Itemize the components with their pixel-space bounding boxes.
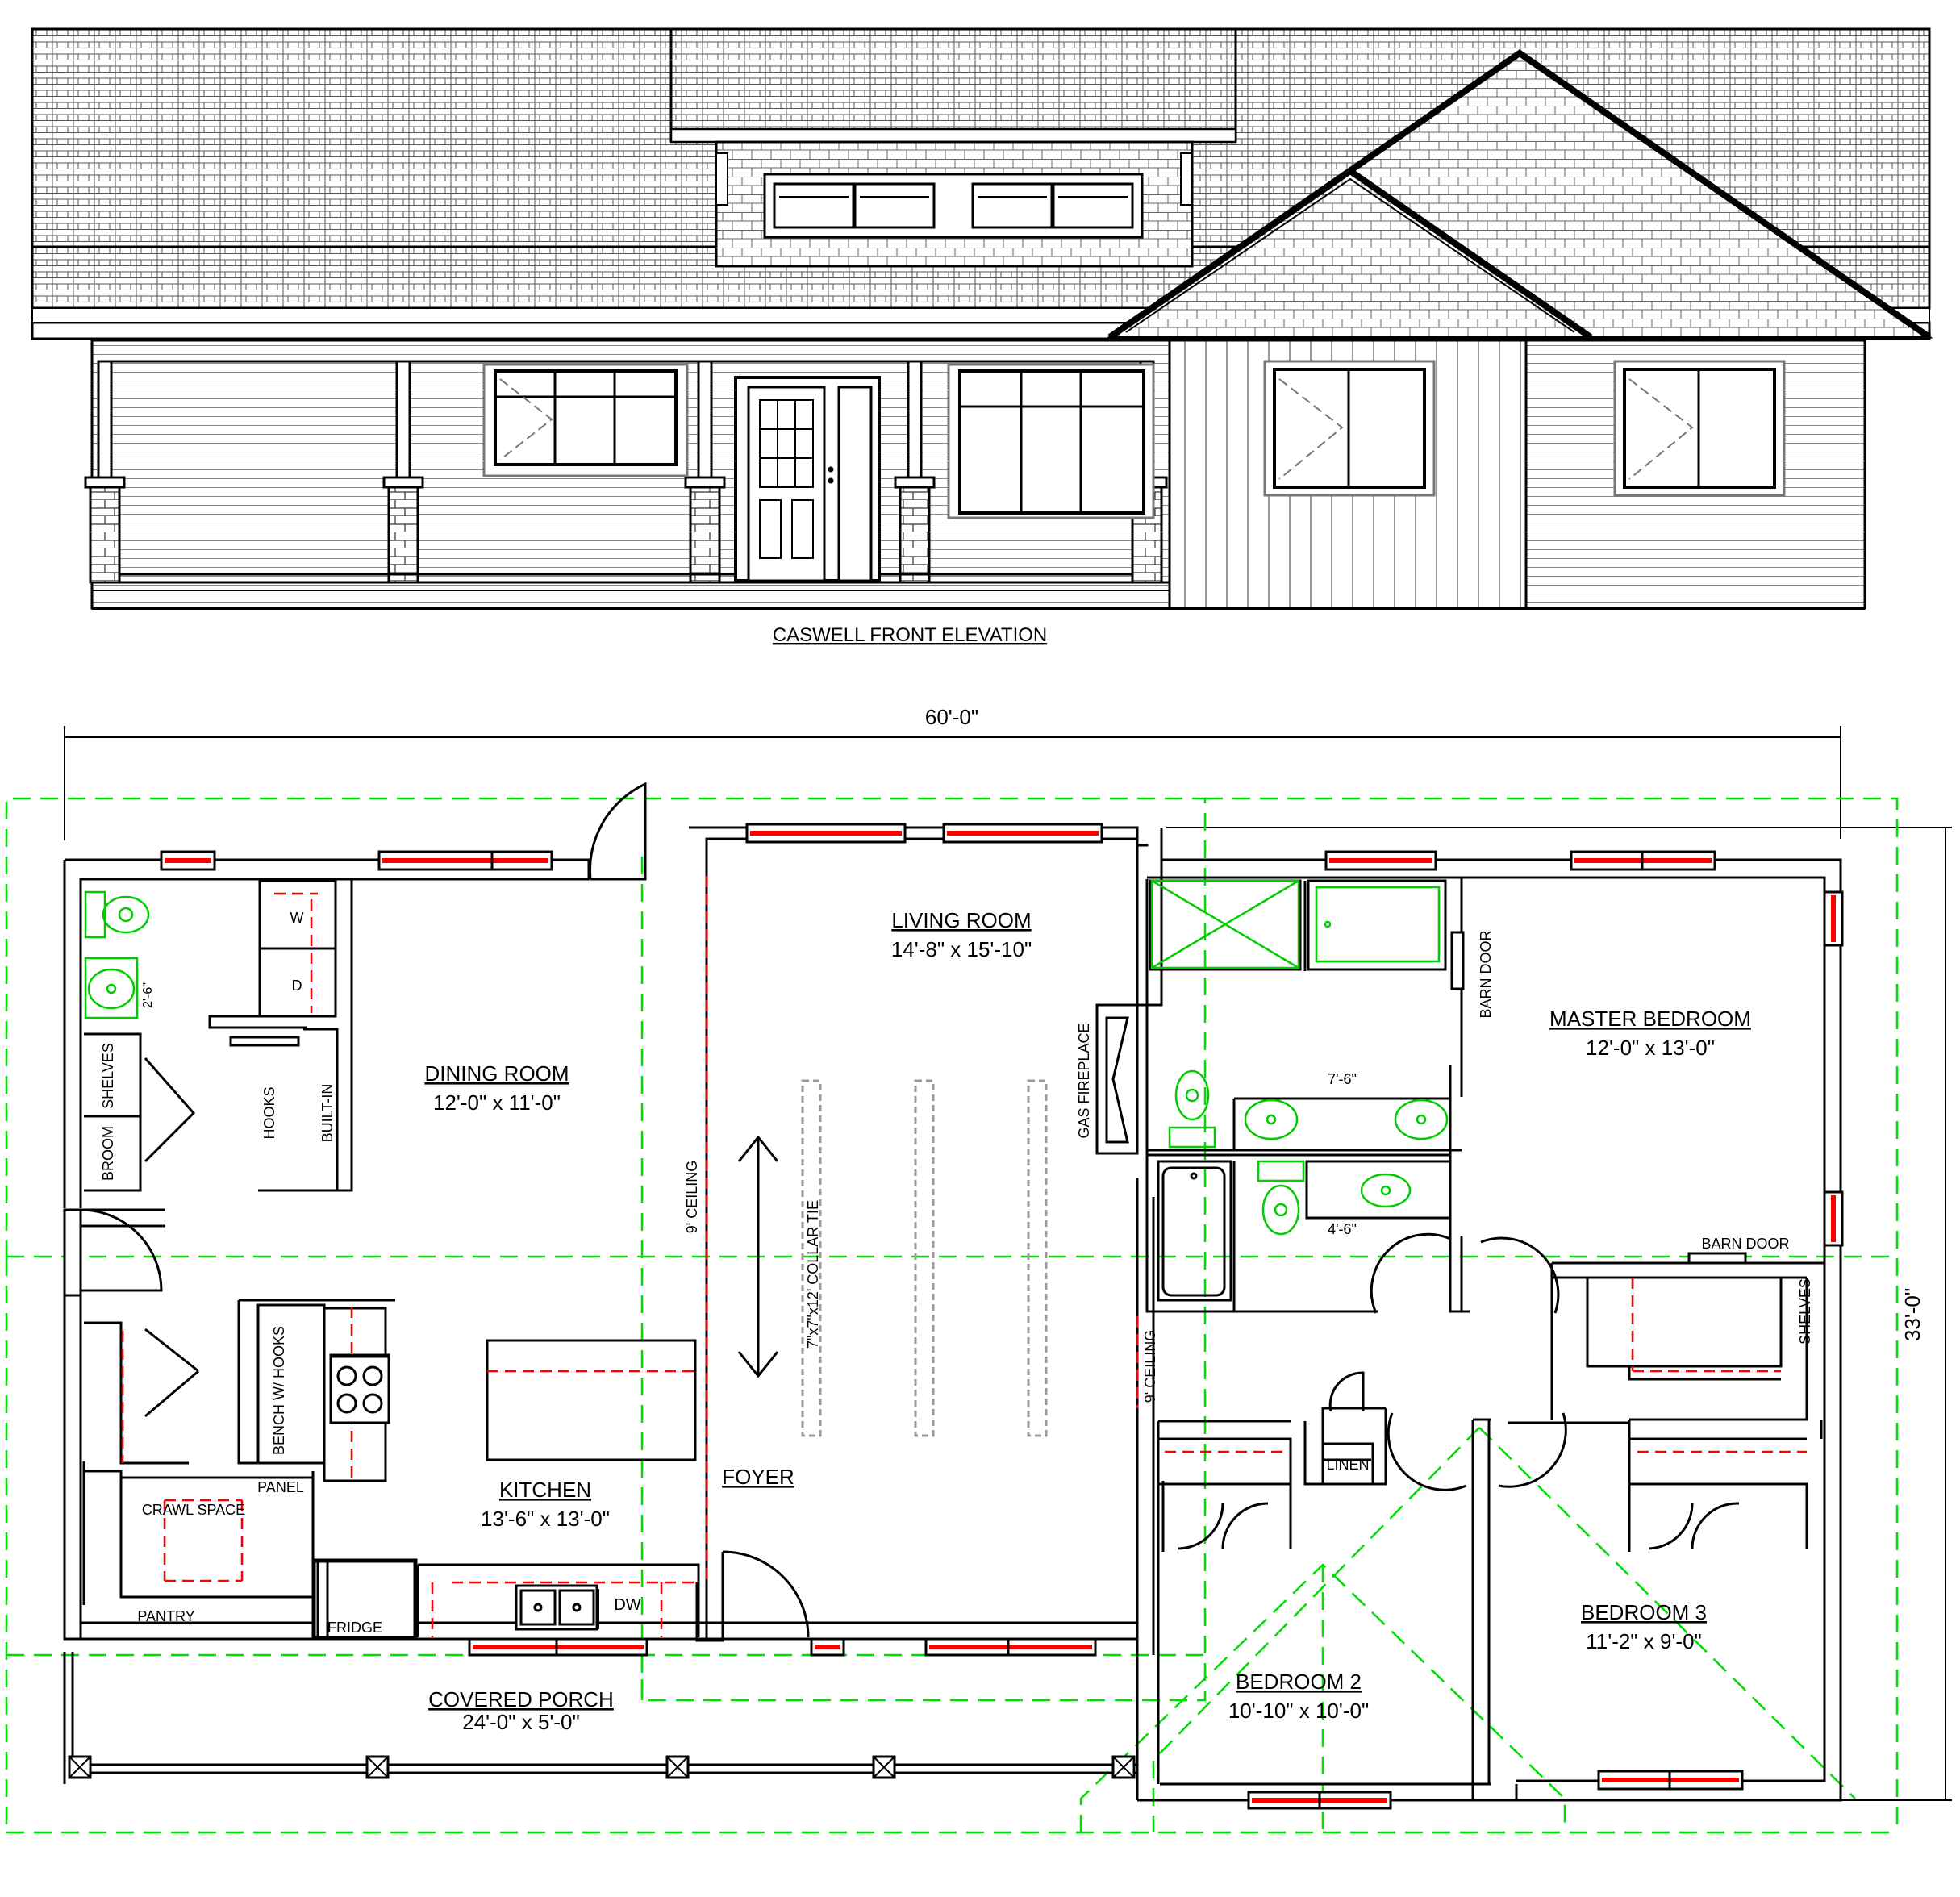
bedroom-3-size: 11'-2" x 9'-0" (1586, 1629, 1702, 1653)
fridge (313, 1560, 416, 1639)
overall-depth-label: 33'-0" (1900, 1288, 1925, 1341)
rear-door (589, 782, 647, 881)
porch-post (1111, 1755, 1136, 1779)
kitchen-appliances (313, 1355, 599, 1639)
master-bedroom-size: 12'-0" x 13'-0" (1586, 1036, 1715, 1060)
covered-porch (63, 1652, 1137, 1784)
covered-porch-size: 24'-0" x 5'-0" (462, 1710, 579, 1734)
bedroom-3-name: BEDROOM 3 (1581, 1600, 1707, 1624)
foyer-name: FOYER (722, 1465, 794, 1489)
elevation-title: CASWELL FRONT ELEVATION (773, 624, 1048, 646)
dryer-label: D (292, 978, 302, 994)
beam-lines (121, 876, 1807, 1637)
gas-fireplace-label: GAS FIREPLACE (1076, 1023, 1092, 1138)
range (329, 1355, 390, 1424)
vanity-4-6-label: 4'-6" (1328, 1221, 1357, 1237)
overall-width-label: 60'-0" (925, 705, 978, 729)
bathtub-master (1315, 886, 1441, 963)
dormer-window (773, 182, 855, 229)
collar-tie-label: 7"x7"x12' COLLAR TIE (805, 1200, 821, 1349)
shelves-label: SHELVES (100, 1043, 116, 1109)
span-arrow (737, 1135, 779, 1378)
vanity-7-6-label: 7'-6" (1328, 1071, 1357, 1087)
doors (63, 782, 1740, 1638)
broom-label: BROOM (100, 1126, 116, 1181)
panel-label: PANEL (257, 1479, 304, 1495)
toilet (84, 890, 150, 939)
windows (160, 823, 1844, 1810)
annotation-labels: SHELVES BROOM HOOKS BUILT-IN W D 2'-6" 9… (100, 910, 1813, 1636)
toilet (1257, 1160, 1305, 1236)
kitchen-name: KITCHEN (499, 1478, 591, 1502)
porch-post (665, 1755, 690, 1779)
dining-room-name: DINING ROOM (424, 1061, 569, 1086)
overall-width-dimension (64, 726, 1841, 840)
plumbing-fixtures (84, 879, 1449, 1236)
porch-post (68, 1755, 92, 1779)
covered-porch-name: COVERED PORCH (428, 1687, 614, 1711)
porch-post (365, 1755, 390, 1779)
dining-room-size: 12'-0" x 11'-0" (433, 1090, 561, 1115)
living-room-name: LIVING ROOM (891, 908, 1031, 932)
sink (1394, 1099, 1449, 1140)
elevation-window-center (947, 363, 1155, 519)
overall-depth-dimension (1166, 827, 1952, 1801)
bench-hooks-label: BENCH W/ HOOKS (271, 1326, 287, 1455)
fridge-label: FRIDGE (327, 1620, 382, 1636)
washer-label: W (290, 910, 304, 926)
barn-doors (1450, 931, 1747, 1265)
barn-door-label-master: BARN DOOR (1478, 930, 1494, 1018)
interior-walls (81, 845, 1824, 1800)
toilet (1168, 1069, 1216, 1149)
kitchen-island (486, 1339, 697, 1461)
vanity-dimension-label: 2'-6" (141, 982, 155, 1008)
porch-post (872, 1755, 896, 1779)
elevation-window-gable (1263, 360, 1436, 497)
dishwasher-label: DW (614, 1596, 640, 1614)
dormer-roof (669, 27, 1237, 142)
sink (84, 957, 139, 1019)
bedroom-2-name: BEDROOM 2 (1236, 1670, 1362, 1694)
side-door (63, 1208, 82, 1297)
built-in-label: BUILT-IN (319, 1084, 336, 1143)
gas-fireplace (1095, 1003, 1139, 1155)
kitchen-size: 13'-6" x 13'-0" (481, 1507, 610, 1531)
front-entry-door (721, 1550, 810, 1638)
linen-closet (1321, 1442, 1374, 1486)
collar-ties (801, 1079, 1048, 1437)
bathtub (1161, 1166, 1226, 1297)
floor-plan: 60'-0" 33'-0" (5, 705, 1952, 1834)
room-labels: LIVING ROOM 14'-8" x 15'-10" DINING ROOM… (424, 908, 1751, 1734)
linen-label: LINEN (1326, 1457, 1369, 1473)
ceiling-label-bedrooms: 9' CEILING (1142, 1330, 1158, 1403)
hooks-label: HOOKS (261, 1086, 277, 1139)
shelves-b3-label: SHELVES (1797, 1278, 1813, 1345)
dormer-window (971, 182, 1053, 229)
elevation-window-left (482, 363, 689, 477)
front-door (734, 376, 881, 582)
ceiling-label-living: 9' CEILING (684, 1161, 700, 1233)
front-elevation: CASWELL FRONT ELEVATION (31, 27, 1933, 646)
sink (1244, 1099, 1299, 1140)
sink (1360, 1173, 1412, 1208)
shower (1150, 879, 1300, 969)
barn-door-label-b3: BARN DOOR (1701, 1236, 1789, 1252)
pantry-label: PANTRY (137, 1608, 194, 1624)
master-bedroom-name: MASTER BEDROOM (1549, 1007, 1751, 1031)
bedroom-2-size: 10'-10" x 10'-0" (1228, 1699, 1369, 1723)
crawl-space-label: CRAWL SPACE (142, 1502, 245, 1518)
elevation-window-right (1613, 360, 1786, 497)
dormer-window (853, 182, 936, 229)
living-room-size: 14'-8" x 15'-10" (891, 937, 1032, 961)
dormer-window (1052, 182, 1134, 229)
bedroom-closets (1158, 1481, 1808, 1552)
